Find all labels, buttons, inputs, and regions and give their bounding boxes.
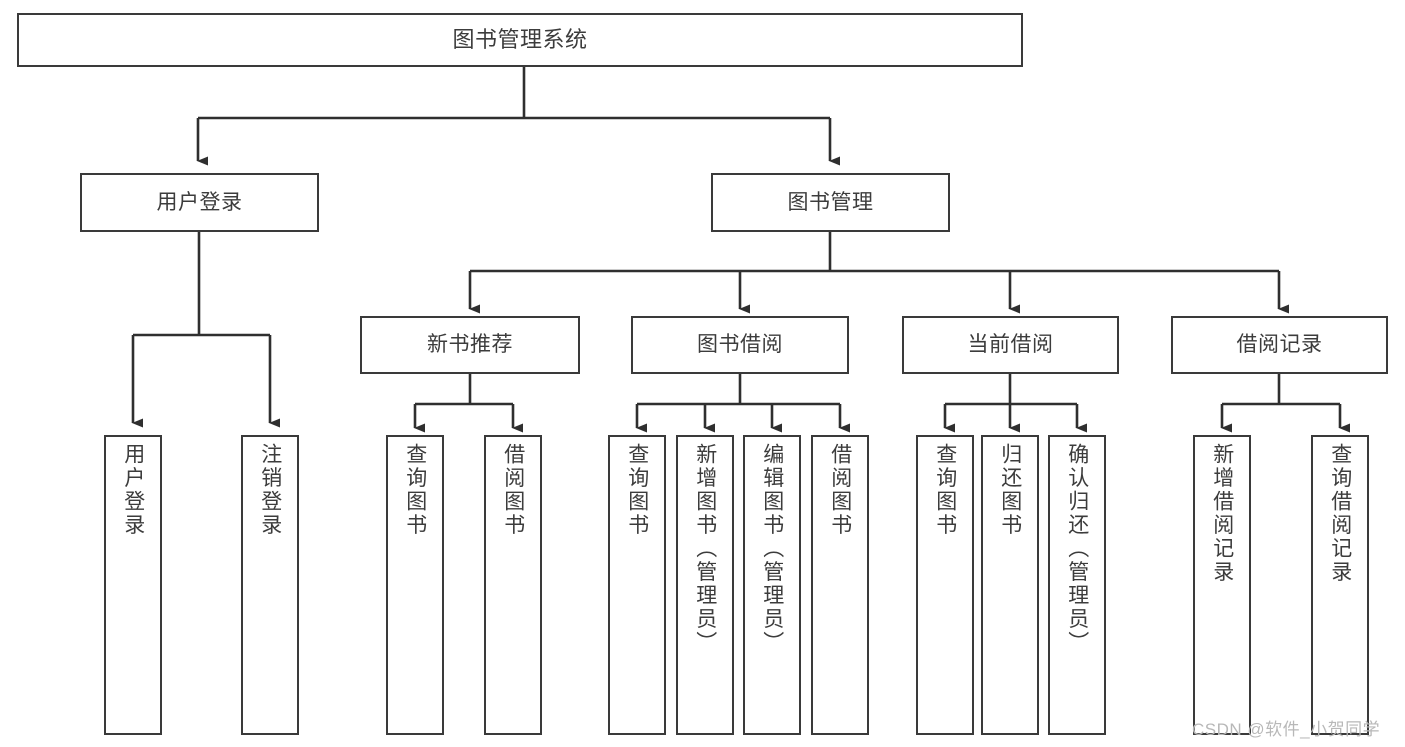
csdn-watermark: CSDN @软件_小贺同学 <box>1192 720 1381 739</box>
node-leaf-user-login[interactable]: 用户登录 <box>104 435 162 735</box>
node-book-borrow-label: 图书借阅 <box>697 333 783 357</box>
node-leaf-borrow-query-book-label: 查询图书 <box>625 443 649 537</box>
node-book-management-label: 图书管理 <box>787 190 874 214</box>
node-leaf-borrow-query-book[interactable]: 查询图书 <box>608 435 666 735</box>
node-leaf-current-query-book-label: 查询图书 <box>933 443 957 537</box>
node-leaf-confirm-return-admin[interactable]: 确认归还（管理员） <box>1048 435 1106 735</box>
node-leaf-current-query-book[interactable]: 查询图书 <box>916 435 974 735</box>
node-leaf-add-borrow-record-label: 新增借阅记录 <box>1210 443 1234 584</box>
node-current-borrow-label: 当前借阅 <box>967 333 1054 357</box>
node-new-book-recommend-label: 新书推荐 <box>427 333 513 357</box>
node-leaf-borrow-book[interactable]: 借阅图书 <box>811 435 869 735</box>
node-leaf-add-book-admin-label: 新增图书（管理员） <box>693 443 717 655</box>
node-leaf-edit-book-admin[interactable]: 编辑图书（管理员） <box>743 435 801 735</box>
node-root-system[interactable]: 图书管理系统 <box>17 13 1023 67</box>
node-new-book-recommend[interactable]: 新书推荐 <box>360 316 580 374</box>
node-user-login-label: 用户登录 <box>156 190 243 214</box>
node-book-management[interactable]: 图书管理 <box>711 173 950 232</box>
node-root-system-label: 图书管理系统 <box>452 26 588 52</box>
node-book-borrow[interactable]: 图书借阅 <box>631 316 849 374</box>
node-leaf-return-book-label: 归还图书 <box>998 443 1022 537</box>
node-leaf-recommend-borrow-book-label: 借阅图书 <box>501 443 525 537</box>
node-leaf-edit-book-admin-label: 编辑图书（管理员） <box>760 443 784 655</box>
node-leaf-recommend-query-book[interactable]: 查询图书 <box>386 435 444 735</box>
node-leaf-recommend-borrow-book[interactable]: 借阅图书 <box>484 435 542 735</box>
node-leaf-query-borrow-record[interactable]: 查询借阅记录 <box>1311 435 1369 735</box>
node-leaf-logout-label: 注销登录 <box>258 443 282 537</box>
node-leaf-borrow-book-label: 借阅图书 <box>828 443 852 537</box>
node-leaf-return-book[interactable]: 归还图书 <box>981 435 1039 735</box>
node-borrow-record-label: 借阅记录 <box>1236 333 1323 357</box>
node-leaf-recommend-query-book-label: 查询图书 <box>403 443 427 537</box>
node-leaf-user-login-label: 用户登录 <box>121 443 145 537</box>
node-current-borrow[interactable]: 当前借阅 <box>902 316 1119 374</box>
node-borrow-record[interactable]: 借阅记录 <box>1171 316 1388 374</box>
node-leaf-logout[interactable]: 注销登录 <box>241 435 299 735</box>
node-leaf-confirm-return-admin-label: 确认归还（管理员） <box>1065 443 1089 655</box>
node-leaf-add-book-admin[interactable]: 新增图书（管理员） <box>676 435 734 735</box>
node-user-login[interactable]: 用户登录 <box>80 173 319 232</box>
node-leaf-add-borrow-record[interactable]: 新增借阅记录 <box>1193 435 1251 735</box>
node-leaf-query-borrow-record-label: 查询借阅记录 <box>1328 443 1352 584</box>
